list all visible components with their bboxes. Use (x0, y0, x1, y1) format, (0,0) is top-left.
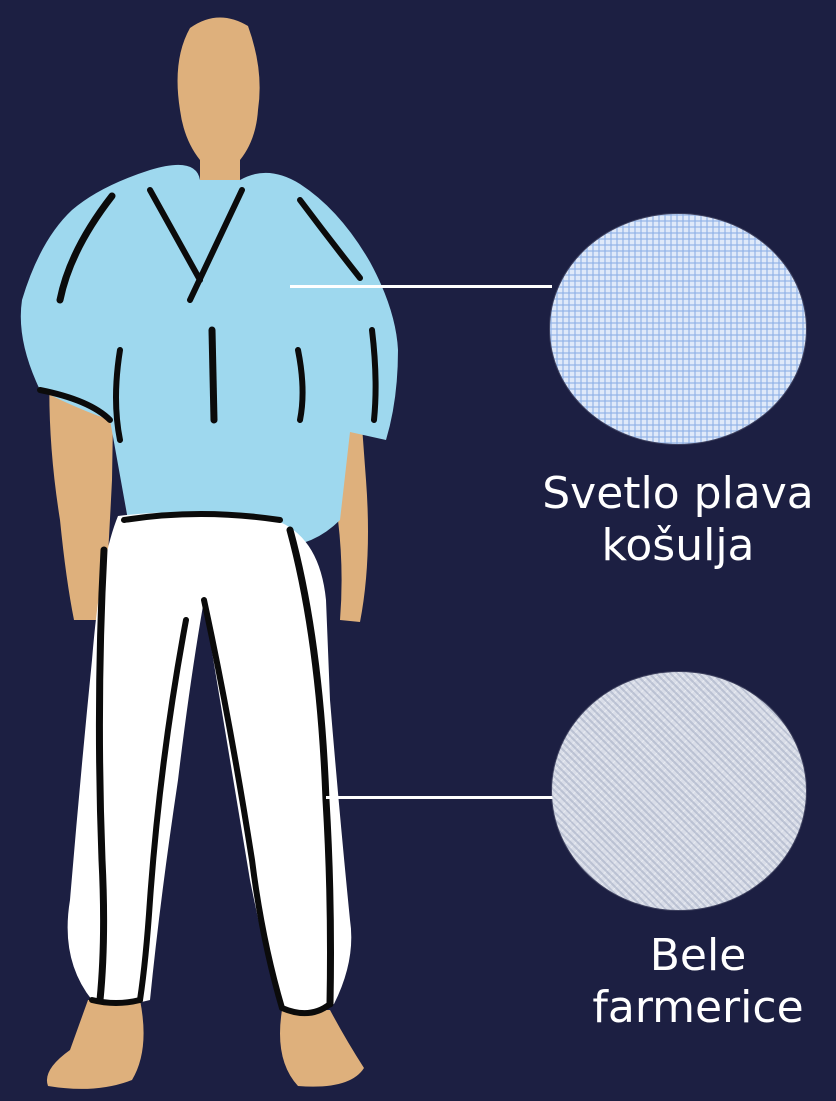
figure-pants (67, 512, 352, 1012)
figure-right-foot (280, 1010, 364, 1087)
shirt-callout-line (290, 285, 552, 288)
man-figure-illustration (20, 17, 399, 1089)
jeans-label-line2: farmerice (592, 982, 804, 1033)
figure-left-foot (46, 1000, 144, 1089)
jeans-callout-line (326, 796, 554, 799)
jeans-label-line1: Bele (649, 930, 747, 981)
jeans-fabric-swatch (552, 672, 806, 910)
shirt-label: Svetlo plava košulja (520, 468, 836, 572)
jeans-label: Bele farmerice (560, 930, 836, 1034)
figure-brush-outlines (37, 187, 379, 1017)
shirt-label-line1: Svetlo plava (542, 468, 814, 519)
figure-head (177, 17, 260, 191)
shirt-fabric-swatch (550, 214, 806, 444)
shirt-label-line2: košulja (601, 520, 755, 571)
